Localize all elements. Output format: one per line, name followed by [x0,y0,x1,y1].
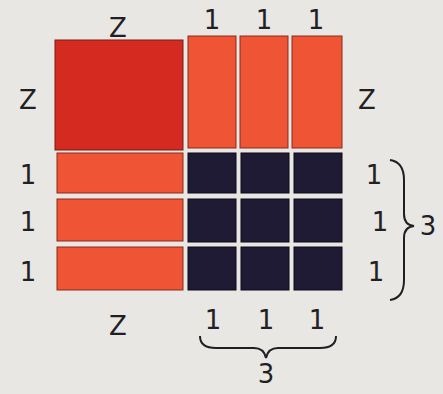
unit-label: 1 [258,307,275,333]
brace [390,160,414,300]
z-tile [57,199,183,241]
unit-label: 1 [205,307,222,333]
count-label: 3 [420,213,437,239]
unit-label: 1 [256,7,273,33]
z-tile [240,36,288,148]
count-label: 3 [258,361,275,387]
unit-label: 1 [368,259,385,285]
side-label: Z [109,15,127,41]
unit-label: 1 [20,209,37,235]
z-squared-tile [55,40,183,150]
unit-label: 1 [308,7,325,33]
unit-tiles [188,153,342,290]
unit-label: 1 [204,7,221,33]
z-tile [57,247,183,290]
side-label: Z [19,87,37,113]
z-tile [188,36,236,148]
unit-label: 1 [20,162,37,188]
brace [200,336,336,358]
z-tile [292,36,342,148]
side-label: Z [358,87,376,113]
side-label: Z [109,313,127,339]
unit-label: 1 [309,307,326,333]
unit-label: 1 [366,162,383,188]
unit-label: 1 [372,209,389,235]
z-tile [57,153,183,193]
unit-label: 1 [20,259,37,285]
